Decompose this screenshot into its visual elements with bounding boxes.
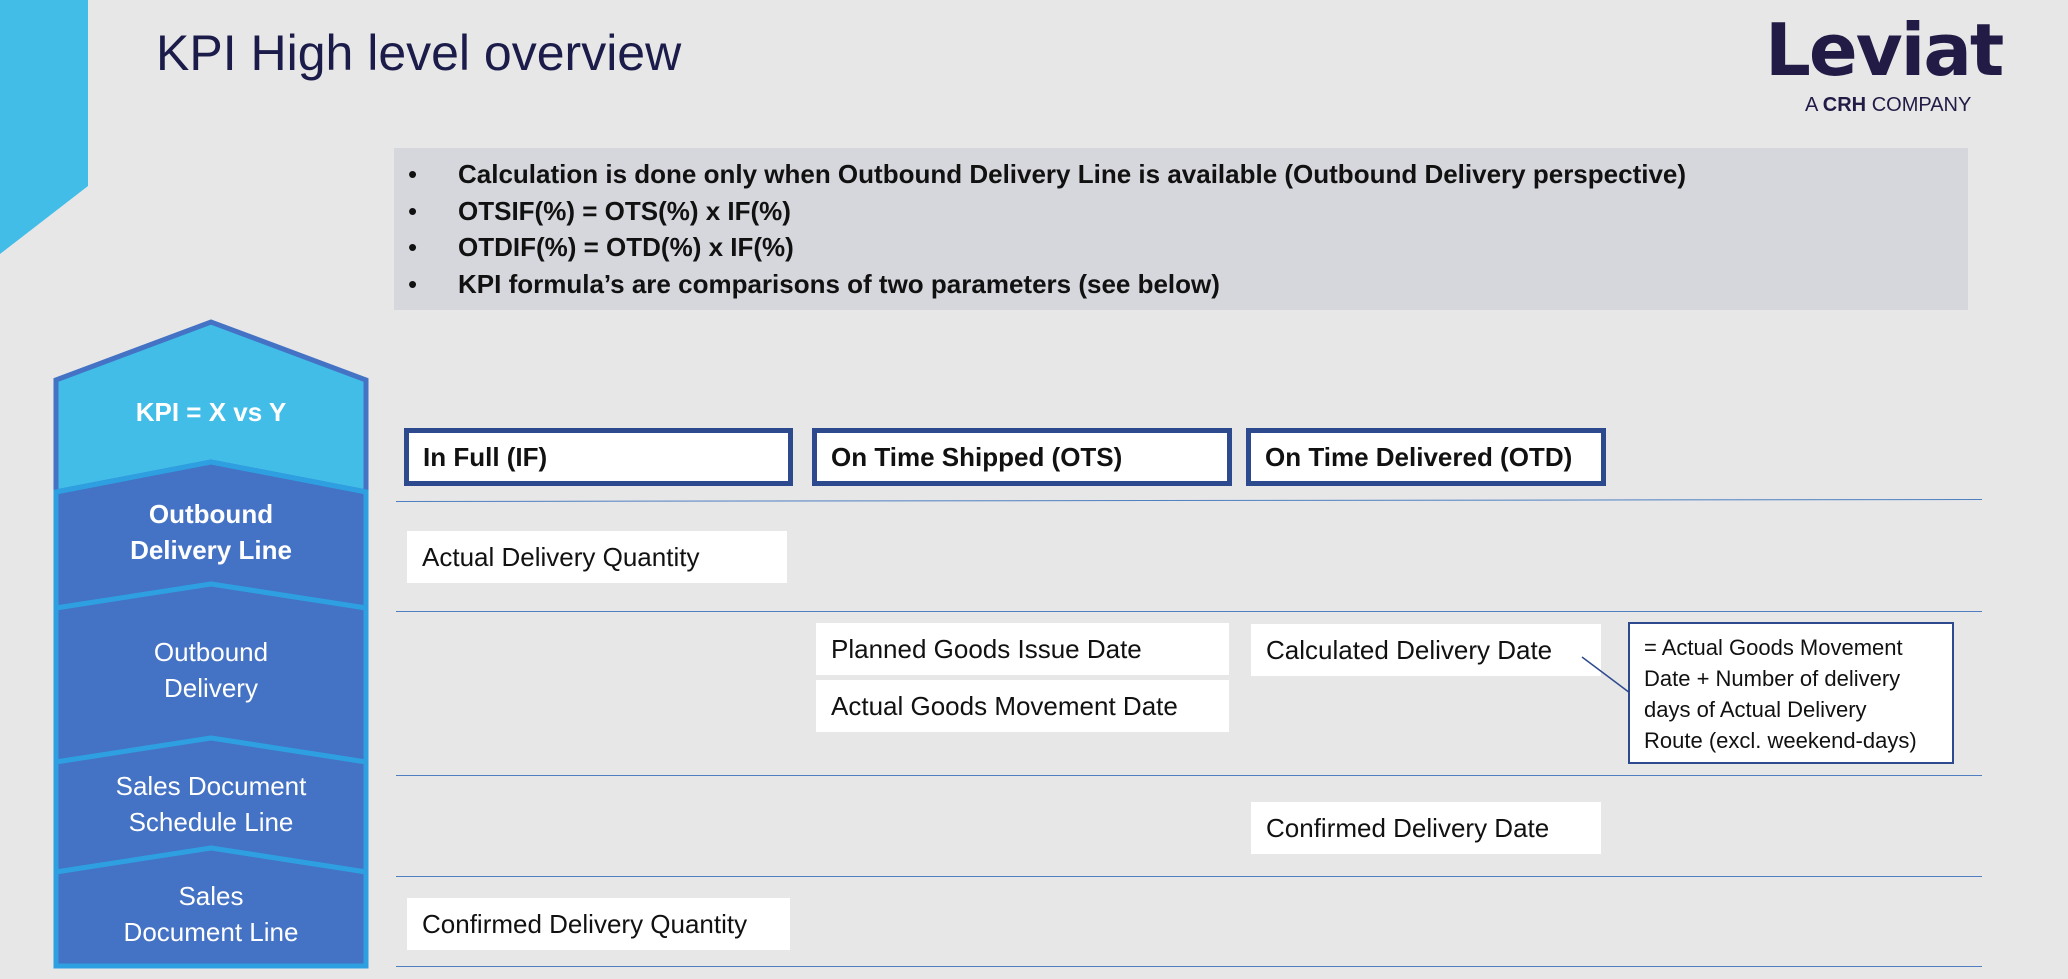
row-divider (396, 966, 1982, 967)
note-line: = Actual Goods Movement (1644, 635, 1903, 660)
row-divider (396, 876, 1982, 877)
row-divider (396, 775, 1982, 776)
column-header-on-time-delivered: On Time Delivered (OTD) (1246, 428, 1606, 486)
info-bullet: OTDIF(%) = OTD(%) x IF(%) (408, 229, 1968, 266)
pillar-kpi-label: KPI = X vs Y (135, 397, 287, 427)
info-bullet: OTSIF(%) = OTS(%) x IF(%) (408, 193, 1968, 230)
page-title: KPI High level overview (156, 25, 682, 81)
field-actual-goods-movement-date: Actual Goods Movement Date (816, 680, 1229, 732)
field-actual-delivery-quantity: Actual Delivery Quantity (407, 531, 787, 583)
logo-wordmark: Leviat (1765, 8, 2004, 92)
note-line: Date + Number of delivery (1644, 666, 1901, 691)
note-connector (1581, 656, 1631, 694)
info-box: Calculation is done only when Outbound D… (394, 148, 1968, 310)
field-confirmed-delivery-quantity: Confirmed Delivery Quantity (407, 898, 790, 950)
kpi-pillar-shape (53, 319, 369, 969)
row-divider (396, 611, 1982, 612)
logo-tagline: A CRH COMPANY (1805, 94, 1972, 116)
accent-bar (0, 0, 88, 254)
leviat-logo: Leviat A CRH COMPANY (1765, 14, 2025, 118)
note-line: days of Actual Delivery (1644, 697, 1867, 722)
field-calculated-delivery-date: Calculated Delivery Date (1251, 624, 1601, 676)
column-header-on-time-shipped: On Time Shipped (OTS) (812, 428, 1232, 486)
row-divider (395, 499, 1982, 502)
column-header-in-full: In Full (IF) (404, 428, 793, 486)
field-planned-goods-issue-date: Planned Goods Issue Date (816, 623, 1229, 675)
field-confirmed-delivery-date: Confirmed Delivery Date (1251, 802, 1601, 854)
calculated-date-note: = Actual Goods Movement Date + Number of… (1628, 622, 1954, 764)
info-bullet: KPI formula’s are comparisons of two par… (408, 266, 1968, 303)
note-line: Route (excl. weekend-days) (1644, 728, 1917, 753)
info-bullet: Calculation is done only when Outbound D… (408, 156, 1968, 193)
